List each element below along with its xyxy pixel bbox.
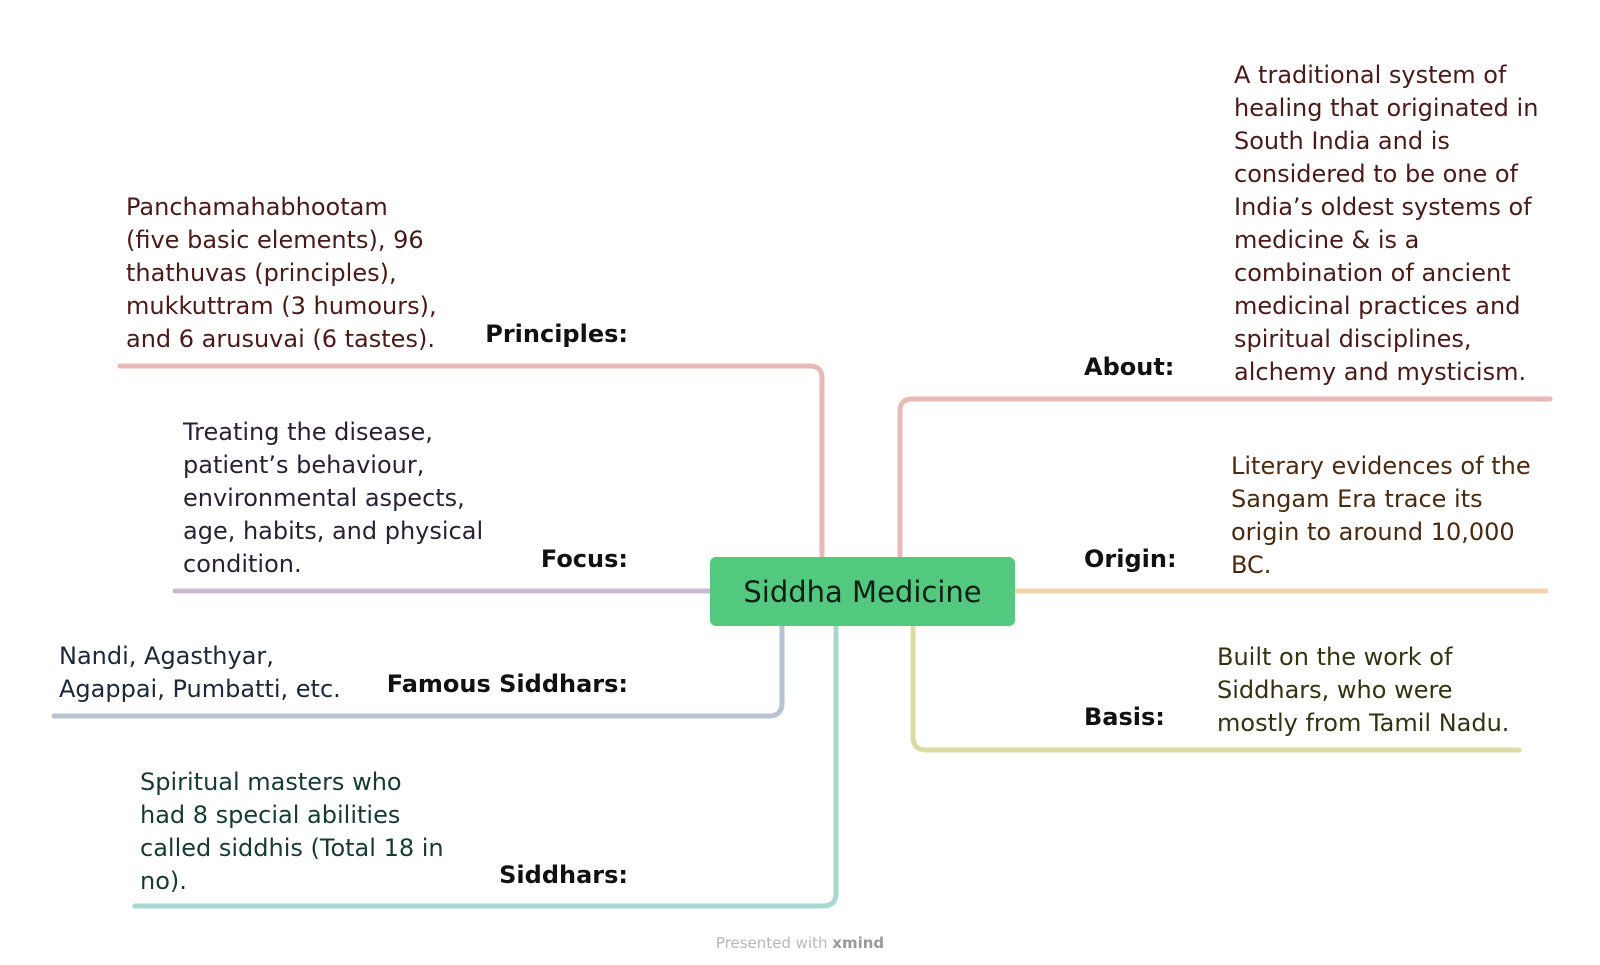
connector-principles — [117, 363, 825, 560]
siddhars-label: Siddhars: — [499, 861, 628, 889]
connector-famous-siddhars — [51, 623, 785, 719]
focus-text: Treating the disease, patient’s behaviou… — [183, 418, 484, 578]
footer-prefix: Presented with — [715, 934, 828, 952]
origin-text: Literary evidences of the Sangam Era tra… — [1231, 452, 1531, 579]
central-topic[interactable]: Siddha Medicine — [710, 557, 1015, 626]
famous-siddhars-label: Famous Siddhars: — [386, 670, 628, 698]
central-topic-title: Siddha Medicine — [743, 574, 982, 609]
xmind-brand: xmind — [832, 934, 885, 952]
famous-siddhars-text: Nandi, Agasthyar, Agappai, Pumbatti, etc… — [59, 642, 341, 703]
connector-about — [897, 396, 1553, 560]
about-label: About: — [1084, 353, 1175, 381]
focus-label: Focus: — [540, 545, 628, 573]
about-text: A traditional system of healing that ori… — [1234, 61, 1539, 386]
principles-label: Principles: — [485, 320, 628, 348]
connector-basis — [910, 623, 1522, 753]
connector-siddhars — [132, 623, 839, 909]
principles-text: Panchamahabhootam (five basic elements),… — [126, 193, 437, 353]
basis-label: Basis: — [1084, 703, 1165, 731]
basis-text: Built on the work of Siddhars, who were … — [1217, 643, 1510, 737]
siddhars-text: Spiritual masters who had 8 special abil… — [140, 768, 444, 895]
presented-with-footer: Presented with xmind — [0, 934, 1600, 952]
origin-label: Origin: — [1084, 545, 1177, 573]
